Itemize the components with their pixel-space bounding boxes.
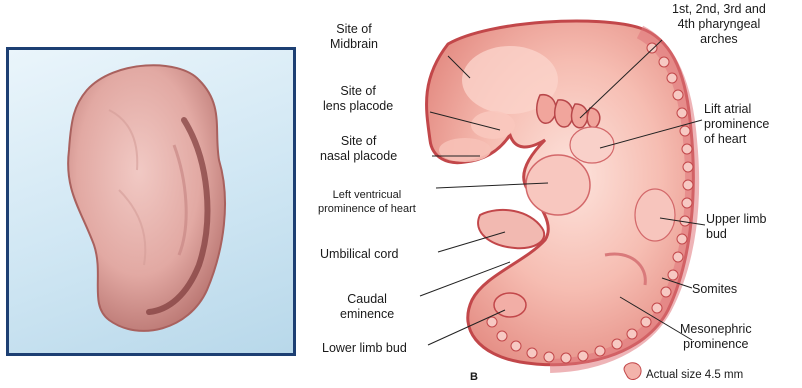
embryo-specimen-photo [9, 50, 293, 353]
label-left-atrial-prominence: Lift atrial prominence of heart [704, 102, 769, 147]
label-site-of-midbrain: Site of Midbrain [330, 22, 378, 52]
label-lower-limb-bud: Lower limb bud [322, 341, 407, 356]
label-site-of-nasal-placode: Site of nasal placode [320, 134, 397, 164]
panel-letter: B [470, 371, 478, 383]
label-upper-limb-bud: Upper limb bud [706, 212, 766, 242]
actual-size-label: Actual size 4.5 mm [646, 369, 743, 381]
label-umbilical-cord: Umbilical cord [320, 247, 399, 262]
label-somites: Somites [692, 282, 737, 297]
label-pharyngeal-arches: 1st, 2nd, 3rd and 4th pharyngeal arches [672, 2, 766, 47]
specimen-photo-panel [6, 47, 296, 356]
label-left-ventricular-prominence: Left ventricual prominence of heart [318, 188, 416, 216]
label-mesonephric-prominence: Mesonephric prominence [680, 322, 752, 352]
label-caudal-eminence: Caudal eminence [340, 292, 394, 322]
scale-embryo-icon [624, 363, 641, 380]
label-site-of-lens-placode: Site of lens placode [323, 84, 393, 114]
